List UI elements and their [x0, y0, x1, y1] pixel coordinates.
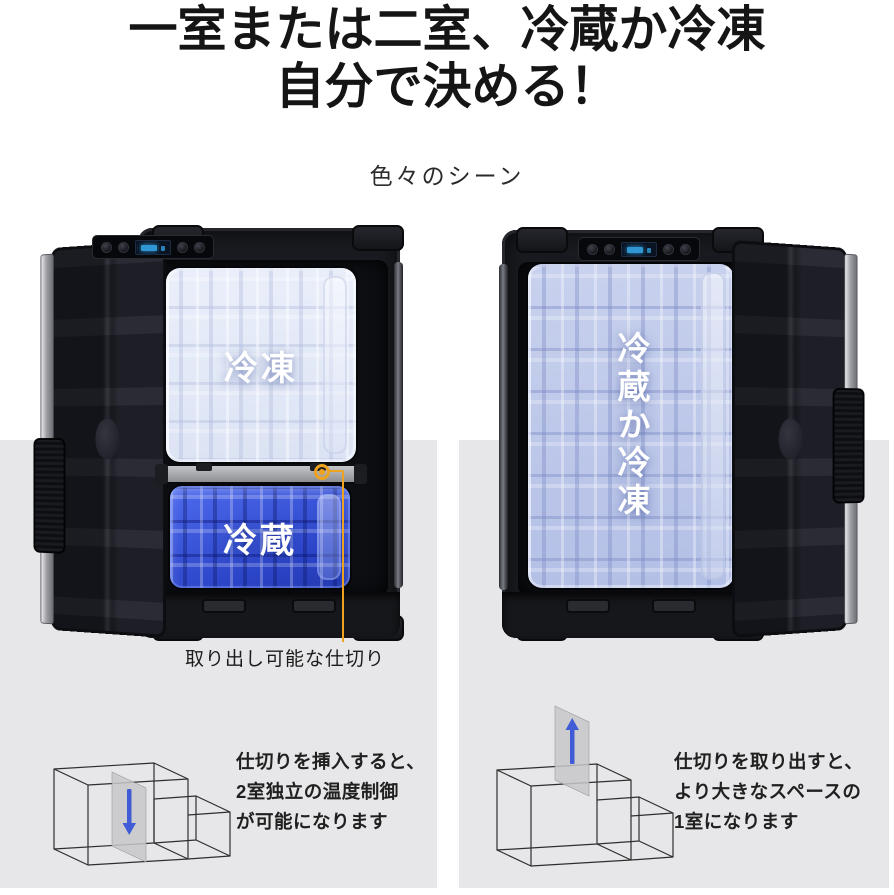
control-button — [680, 243, 691, 255]
corner-bumper — [352, 225, 404, 251]
freezer-compartment: 冷凍 — [166, 268, 356, 462]
control-button — [663, 243, 674, 255]
corner-bumper — [516, 227, 568, 253]
note-line: 仕切りを取り出すと、 — [674, 751, 864, 772]
lcd-display — [135, 239, 171, 255]
subtitle: 色々のシーン — [369, 163, 525, 189]
latch — [292, 599, 336, 613]
title-line-1: 一室または二室、冷蔵か冷凍 — [128, 3, 766, 57]
control-panel — [92, 235, 214, 259]
control-button — [101, 241, 112, 253]
door-handle — [33, 438, 66, 554]
divider-marker-icon — [314, 464, 330, 480]
divider-bar — [155, 463, 367, 484]
note-line: が可能になります — [236, 811, 389, 832]
latch — [566, 599, 610, 613]
door-inner-face — [732, 240, 847, 638]
callout-label: 取り出し可能な仕切り — [184, 649, 385, 670]
fridge-base — [502, 592, 760, 638]
single-compartment: 冷蔵か冷凍 — [528, 264, 734, 588]
bottle-slot — [317, 494, 341, 580]
control-button — [604, 243, 615, 255]
control-button — [194, 241, 205, 253]
chiller-label: 冷蔵 — [223, 521, 297, 560]
door-handle — [832, 387, 865, 504]
zone-label: 冷蔵か冷凍 — [613, 331, 650, 521]
up-arrow-icon — [565, 718, 579, 764]
bottle-slot — [701, 272, 725, 580]
side-trim — [499, 264, 508, 590]
down-arrow-icon — [122, 789, 136, 835]
fridge-door — [33, 240, 167, 638]
page-title: 一室または二室、冷蔵か冷凍 自分で決める！ — [0, 2, 894, 116]
control-panel — [578, 237, 700, 261]
callout-line — [342, 471, 344, 642]
side-trim — [394, 262, 403, 588]
control-button — [177, 241, 188, 253]
control-button — [118, 241, 129, 253]
latch — [652, 599, 696, 613]
remove-divider-diagram — [496, 705, 674, 867]
note-line: より大きなスペースの — [674, 781, 862, 802]
fridge-door — [732, 240, 865, 638]
remove-divider-note: 仕切りを取り出すと、 より大きなスペースの 1室になります — [674, 747, 863, 837]
title-line-2: 自分で決める！ — [275, 60, 619, 114]
callout-line — [330, 470, 343, 472]
one-zone-fridge: 冷蔵か冷凍 — [496, 227, 872, 646]
note-line: 2室独立の温度制御 — [236, 781, 399, 802]
freezer-label: 冷凍 — [224, 349, 298, 388]
two-zone-fridge: 冷凍 冷蔵 — [28, 225, 404, 646]
note-line: 仕切りを挿入すると、 — [236, 751, 426, 772]
lcd-display — [621, 241, 657, 257]
insert-divider-diagram — [53, 762, 231, 866]
latch — [202, 599, 246, 613]
note-line: 1室になります — [674, 811, 799, 832]
marker-dot — [319, 469, 325, 475]
insert-divider-note: 仕切りを挿入すると、 2室独立の温度制御 が可能になります — [236, 747, 425, 837]
fridge-base — [138, 592, 400, 638]
door-inner-face — [51, 240, 167, 638]
chiller-compartment: 冷蔵 — [170, 486, 350, 588]
divider-clip — [196, 463, 212, 471]
bottle-slot — [323, 276, 347, 454]
control-button — [587, 243, 598, 255]
